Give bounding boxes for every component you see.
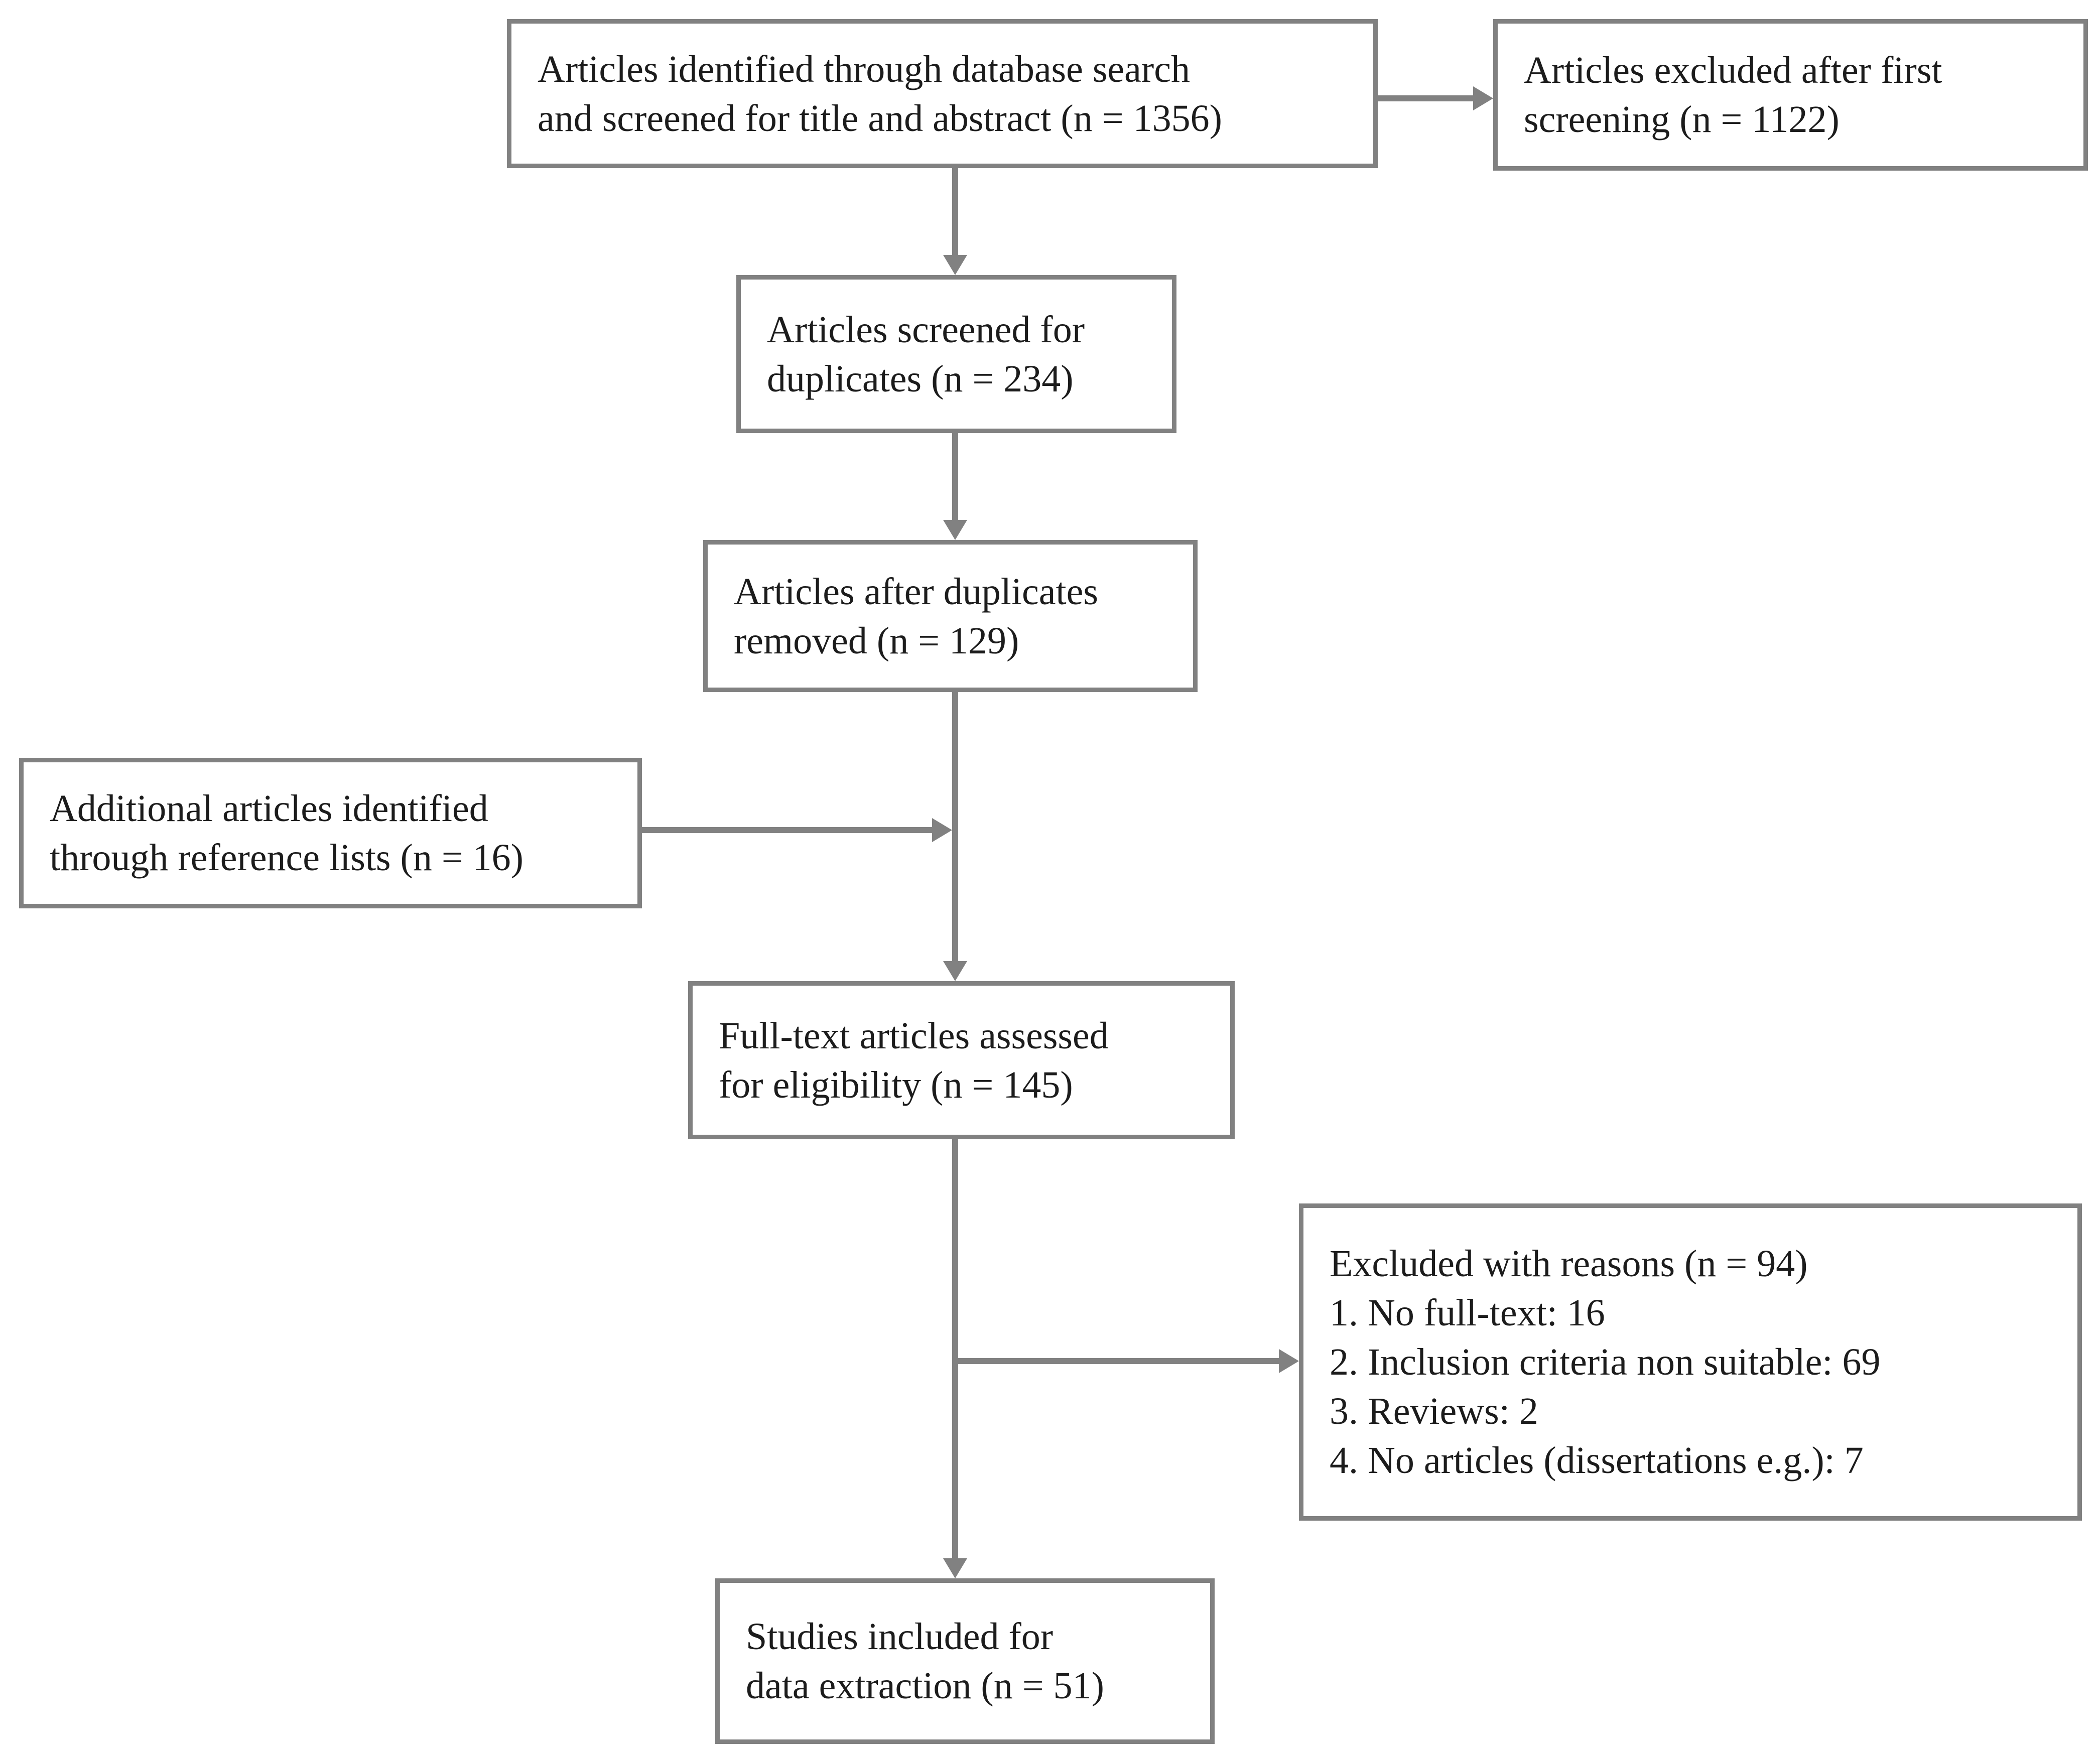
box-articles-screened-duplicates: Articles screened for duplicates (n = 234… [736, 275, 1176, 433]
box-articles-after-duplicates-removed: Articles after duplicates removed (n = 12… [703, 540, 1198, 692]
box-text-line: 3. Reviews: 2 [1330, 1390, 1538, 1432]
arrow-removed-to-fulltext [952, 692, 958, 961]
box-text-line: duplicates (n = 234) [767, 357, 1074, 400]
box-text-line: and screened for title and abstract (n =… [538, 97, 1222, 140]
box-text-line: Articles screened for [767, 308, 1085, 351]
box-text-line: Studies included for [746, 1616, 1054, 1658]
box-text-line: for eligibility (n = 145) [719, 1063, 1073, 1106]
box-text-line: Excluded with reasons (n = 94) [1330, 1243, 1808, 1285]
arrow-fulltext-to-included [952, 1139, 958, 1558]
arrow-identified-to-duplicates-screen [952, 168, 958, 255]
box-text-line: Articles excluded after first [1524, 49, 1942, 91]
box-text-line: removed (n = 129) [734, 619, 1019, 662]
box-studies-included-data-extraction: Studies included for data extraction (n =… [715, 1578, 1215, 1744]
box-text-line: Additional articles identified [50, 787, 488, 830]
box-excluded-with-reasons: Excluded with reasons (n = 94) 1. No full… [1299, 1203, 2082, 1521]
box-articles-identified: Articles identified through database sea… [507, 19, 1378, 168]
arrow-duplicates-screen-to-removed [952, 433, 958, 520]
box-text-line: data extraction (n = 51) [746, 1665, 1104, 1707]
box-text-line: screening (n = 1122) [1524, 98, 1840, 141]
box-text-line: Full-text articles assessed [719, 1014, 1109, 1057]
box-fulltext-assessed-eligibility: Full-text articles assessed for eligibili… [688, 981, 1235, 1139]
box-text-line: 2. Inclusion criteria non suitable: 69 [1330, 1341, 1881, 1383]
box-text-line: through reference lists (n = 16) [50, 837, 523, 879]
box-text-line: Articles after duplicates [734, 570, 1098, 613]
box-text-line: 1. No full-text: 16 [1330, 1292, 1605, 1334]
box-articles-excluded-first-screening: Articles excluded after first screening (… [1493, 19, 2088, 171]
box-text-line: 4. No articles (dissertations e.g.): 7 [1330, 1439, 1864, 1482]
box-additional-articles-reference-lists: Additional articles identified through re… [19, 758, 642, 908]
box-text-line: Articles identified through database sea… [538, 48, 1190, 90]
arrow-identified-to-excluded-first [1378, 95, 1473, 101]
arrow-additional-to-main-flow [642, 827, 932, 833]
arrow-fulltext-to-excluded-reasons [955, 1358, 1279, 1364]
